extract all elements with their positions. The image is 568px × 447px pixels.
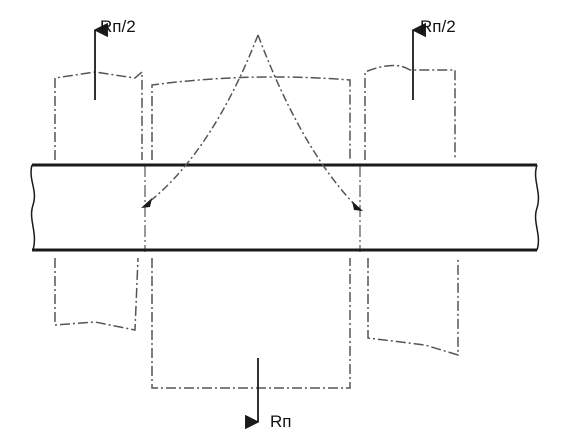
lower-center-block <box>151 258 351 389</box>
load-path-right <box>257 34 359 209</box>
load-path-left <box>144 34 259 206</box>
load-path-right-arrowhead <box>352 201 363 211</box>
plate-right-break <box>534 164 540 251</box>
lower-right-block <box>367 258 459 357</box>
plate-left-break <box>30 164 36 251</box>
upper-right-block <box>364 64 456 160</box>
load-path-left-arrowhead <box>141 198 152 208</box>
plate <box>30 163 540 252</box>
lower-left-block <box>54 257 139 331</box>
upper-center-block <box>151 76 351 160</box>
label-top-right-force: Rп/2 <box>420 17 456 36</box>
label-bottom-force: Rп <box>270 412 292 431</box>
upper-left-block <box>54 70 143 160</box>
label-top-left-force: Rп/2 <box>100 17 136 36</box>
